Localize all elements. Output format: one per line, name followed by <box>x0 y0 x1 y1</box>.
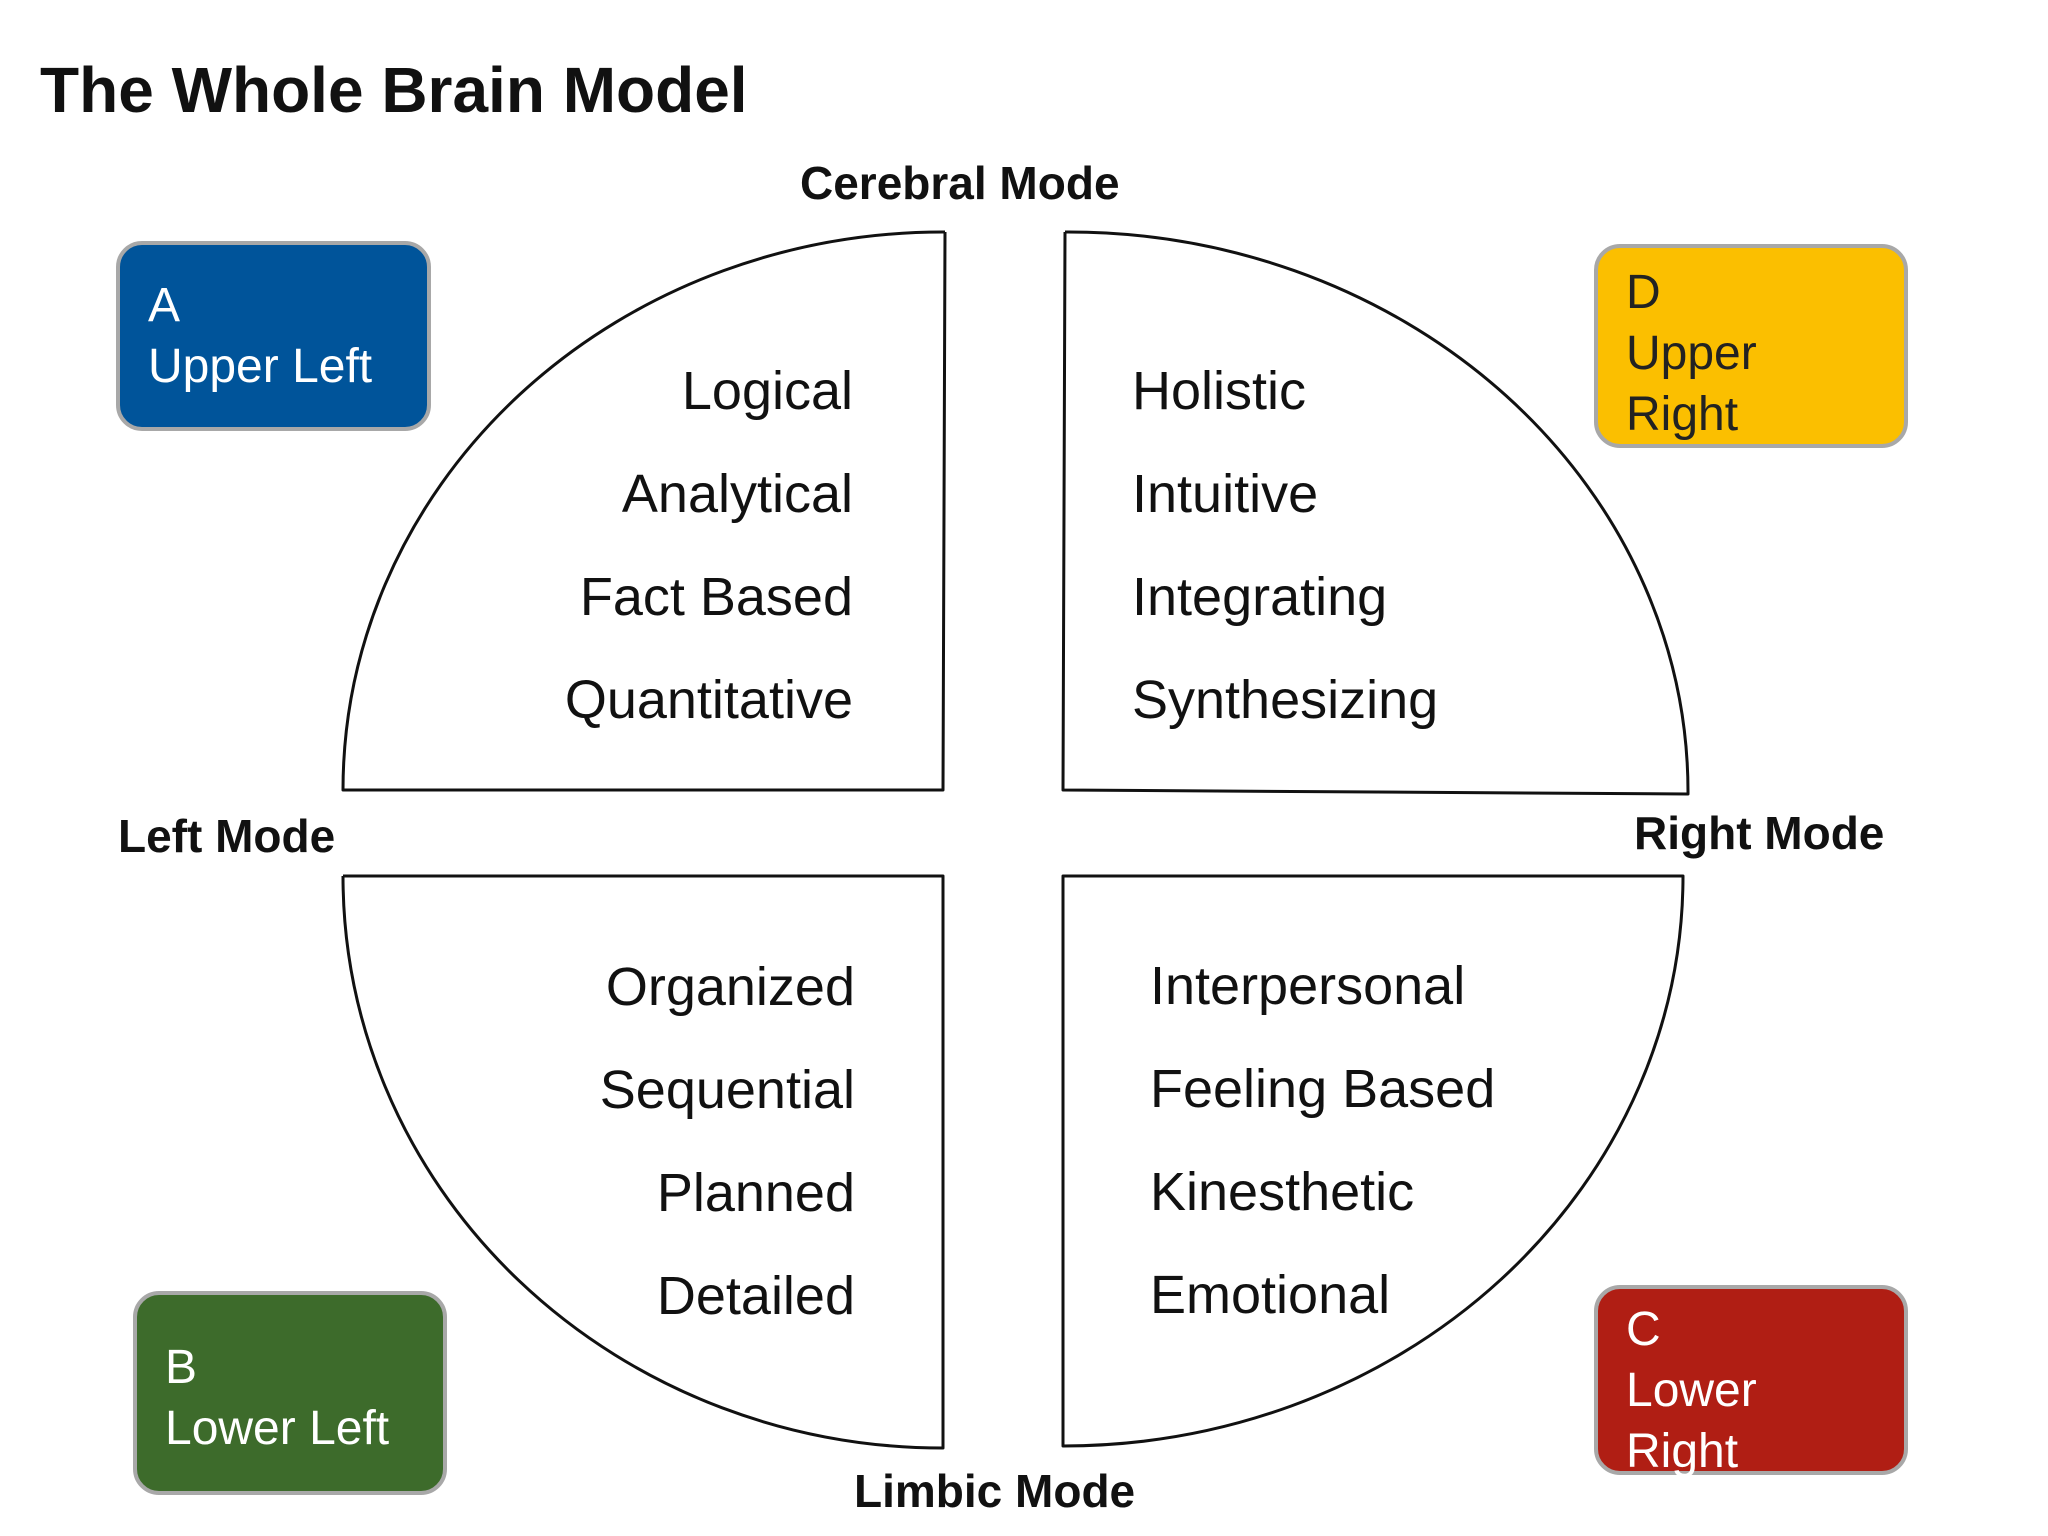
trait-label: Analytical <box>621 464 853 524</box>
trait-label: Planned <box>656 1163 855 1223</box>
trait-label: Holistic <box>1132 361 1307 421</box>
trait-label: Logical <box>681 361 853 421</box>
cerebral-mode-label: Cerebral Mode <box>800 157 1120 209</box>
quadrant-b-traits: Organized Sequential Planned Detailed <box>420 936 855 1348</box>
trait-label: Kinesthetic <box>1150 1162 1415 1222</box>
quadrant-name-line2: Right <box>1626 388 1739 441</box>
trait-label: Organized <box>605 957 855 1017</box>
quadrant-letter: C <box>1626 1303 1661 1356</box>
trait-label: Synthesizing <box>1132 670 1439 730</box>
trait-label: Sequential <box>599 1060 855 1120</box>
quadrant-outline-lower-left <box>341 874 945 1450</box>
quadrant-name: Upper Left <box>148 340 373 393</box>
quadrant-outline-upper-right <box>1061 230 1690 796</box>
quadrant-a-traits: Logical Analytical Fact Based Quantitati… <box>420 340 853 752</box>
trait-label: Fact Based <box>579 567 853 627</box>
quadrant-d-traits: Holistic Intuitive Integrating Synthesiz… <box>1132 340 1438 752</box>
quadrant-letter: A <box>148 279 181 332</box>
quadrant-letter: B <box>165 1341 198 1394</box>
trait-label: Intuitive <box>1132 464 1319 524</box>
quadrant-a-box: A Upper Left <box>116 241 431 431</box>
trait-label: Emotional <box>1150 1265 1391 1325</box>
left-mode-label: Left Mode <box>118 810 336 862</box>
trait-label: Interpersonal <box>1150 956 1466 1016</box>
quadrant-name-line2: Right <box>1626 1425 1739 1478</box>
quadrant-name: Lower Left <box>165 1402 390 1455</box>
quadrant-c-box: C Lower Right <box>1594 1285 1908 1478</box>
quadrant-c-traits: Interpersonal Feeling Based Kinesthetic … <box>1150 935 1495 1347</box>
quadrant-d-box: D Upper Right <box>1594 244 1908 448</box>
quadrant-outline-upper-left <box>341 230 947 792</box>
quadrant-outline-lower-right <box>1061 874 1685 1448</box>
right-mode-label: Right Mode <box>1634 807 1885 859</box>
limbic-mode-label: Limbic Mode <box>854 1465 1136 1517</box>
quadrant-name-line1: Lower <box>1626 1364 1757 1417</box>
quadrant-letter: D <box>1626 266 1661 319</box>
quadrant-b-box: B Lower Left <box>133 1291 447 1495</box>
quadrant-name-line1: Upper <box>1626 327 1757 380</box>
trait-label: Detailed <box>656 1266 855 1326</box>
diagram-title: The Whole Brain Model <box>40 54 748 126</box>
trait-label: Quantitative <box>564 670 853 730</box>
trait-label: Feeling Based <box>1150 1059 1496 1119</box>
trait-label: Integrating <box>1132 567 1388 627</box>
